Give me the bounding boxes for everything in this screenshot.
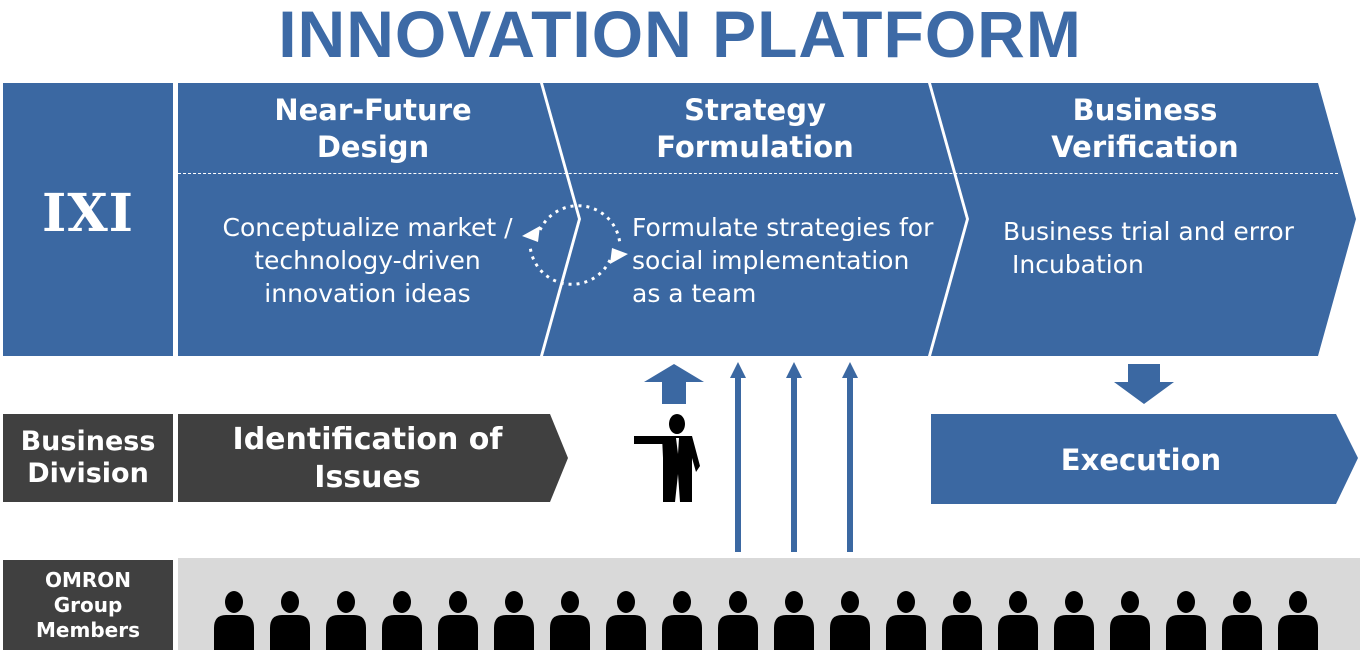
- arrow-down-icon: [1114, 364, 1174, 404]
- person-silhouette-icon: [886, 591, 926, 650]
- member-input-arrows: [730, 362, 858, 552]
- page-title: INNOVATION PLATFORM: [278, 0, 1082, 71]
- arrow-up-icon: [786, 362, 802, 552]
- person-silhouette-icon: [830, 591, 870, 650]
- arrow-up-icon: [644, 364, 704, 404]
- person-silhouette-icon: [1222, 591, 1262, 650]
- execution-label: Execution: [1060, 443, 1222, 477]
- phase-strategy-formulation-heading: Strategy Formulation: [656, 93, 854, 164]
- person-silhouette-icon: [270, 591, 310, 650]
- arrow-up-icon: [842, 362, 858, 552]
- identification-of-issues-shape: [178, 414, 568, 502]
- person-silhouette-icon: [998, 591, 1038, 650]
- phase-divider-line: [178, 173, 1338, 174]
- phase-business-verification-shape: [931, 83, 1356, 356]
- phase-business-verification-heading: Business Verification: [1051, 93, 1239, 164]
- ixi-label-text: IXI: [42, 183, 134, 244]
- arrow-up-icon: [730, 362, 746, 552]
- person-silhouette-icon: [438, 591, 478, 650]
- phase-strategy-formulation-body: Formulate strategies for social implemen…: [632, 213, 934, 308]
- person-silhouette-icon: [214, 591, 254, 650]
- members-band: [178, 558, 1360, 650]
- person-silhouette-icon: [1054, 591, 1094, 650]
- phase-near-future-design-heading: Near-Future Design: [274, 93, 472, 164]
- person-silhouette-icon: [326, 591, 366, 650]
- execution-shape: [931, 414, 1358, 504]
- phase-near-future-design-body: Conceptualize market / technology-driven…: [222, 213, 513, 308]
- phase-business-verification-body: Business trial and error Incubation: [1003, 217, 1294, 279]
- person-silhouette-icon: [382, 591, 422, 650]
- person-silhouette-icon: [1166, 591, 1206, 650]
- person-silhouette-icon: [718, 591, 758, 650]
- person-silhouette-icon: [494, 591, 534, 650]
- person-silhouette-icon: [662, 591, 702, 650]
- person-silhouette-icon: [774, 591, 814, 650]
- omron-group-members-label: OMRON Group Members: [3, 560, 173, 650]
- presenter-person-icon: [634, 364, 704, 502]
- business-division-label: Business Division: [3, 414, 173, 502]
- circular-arrows-icon: [522, 204, 628, 286]
- person-silhouette-icon: [606, 591, 646, 650]
- phase-strategy-formulation-shape: [543, 83, 966, 356]
- member-silhouettes: [214, 591, 1318, 650]
- person-silhouette-icon: [942, 591, 982, 650]
- person-silhouette-icon: [1110, 591, 1150, 650]
- person-silhouette-icon: [1278, 591, 1318, 650]
- phase-near-future-design-shape: [178, 83, 578, 356]
- ixi-row-label: IXI: [3, 83, 173, 356]
- identification-of-issues-label: Identification of Issues: [232, 422, 503, 495]
- person-silhouette-icon: [550, 591, 590, 650]
